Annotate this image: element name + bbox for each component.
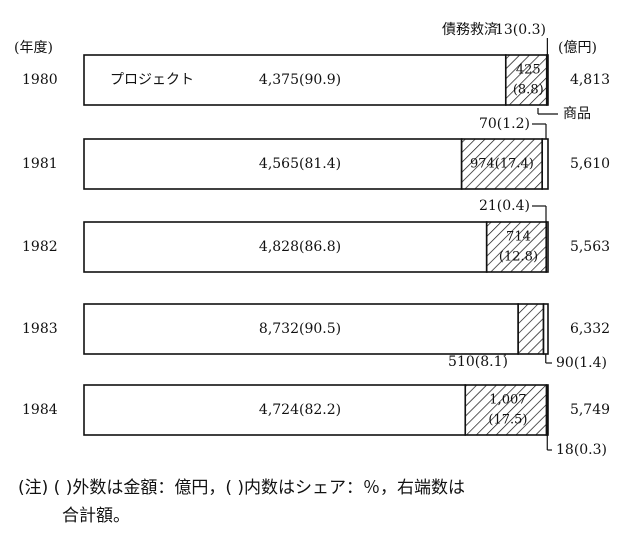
bar-segment-1980-2 bbox=[545, 54, 549, 106]
total-label-1980: 4,813 bbox=[570, 72, 610, 88]
third-value-label-1982: 21(0.4) bbox=[479, 198, 530, 214]
category-label-1980: 1980 bbox=[22, 72, 58, 88]
bar-segment-1982-0 bbox=[83, 221, 488, 273]
third-value-label-1984: 18(0.3) bbox=[556, 442, 607, 458]
category-label-1982: 1982 bbox=[22, 239, 58, 255]
total-label-1982: 5,563 bbox=[570, 239, 610, 255]
main-value-label-1980: 4,375(90.9) bbox=[259, 72, 341, 88]
second-share-label-1984: (17.5) bbox=[488, 413, 527, 428]
bar-segment-1980-1 bbox=[504, 54, 548, 106]
second-share-label-1980: (8.8) bbox=[513, 83, 544, 98]
category-label-1981: 1981 bbox=[22, 156, 58, 172]
bar-segment-1981-2 bbox=[541, 138, 549, 190]
second-value-label-1980: 425 bbox=[516, 63, 541, 78]
main-value-label-1983: 8,732(90.5) bbox=[259, 321, 341, 337]
series-tag-commodity: 商品 bbox=[563, 106, 591, 122]
bar-segment-1983-0 bbox=[83, 303, 519, 355]
total-label-1984: 5,749 bbox=[570, 402, 610, 418]
main-value-label-1981: 4,565(81.4) bbox=[259, 156, 341, 172]
footnote-line-1: (注) ( )外数は金額：億円，( )内数はシェア：％，右端数は bbox=[18, 478, 466, 498]
main-value-label-1984: 4,724(82.2) bbox=[259, 402, 341, 418]
bar-segment-1984-1 bbox=[464, 384, 548, 436]
footnote: (注) ( )外数は金額：億円，( )内数はシェア：％，右端数は 合計額。 bbox=[18, 474, 618, 530]
bar-segment-1983-2 bbox=[542, 303, 549, 355]
second-value-label-1984: 1,007 bbox=[489, 393, 526, 408]
bar-segment-1984-0 bbox=[83, 384, 467, 436]
bar-segment-1981-0 bbox=[83, 138, 463, 190]
main-value-label-1982: 4,828(86.8) bbox=[259, 239, 341, 255]
unit-label: (億円) bbox=[558, 40, 597, 56]
series-tag-project: プロジェクト bbox=[110, 72, 194, 88]
second-value-label-1981: 974(17.4) bbox=[470, 157, 534, 172]
third-value-label-1981: 70(1.2) bbox=[479, 116, 530, 132]
bar-segment-1980-0 bbox=[83, 54, 507, 106]
bar-segment-1983-1 bbox=[517, 303, 545, 355]
series-tag-debt-relief: 債務救済 bbox=[442, 22, 498, 38]
total-label-1981: 5,610 bbox=[570, 156, 610, 172]
category-label-1983: 1983 bbox=[22, 321, 58, 337]
total-label-1983: 6,332 bbox=[570, 321, 610, 337]
footnote-line-2: 合計額。 bbox=[62, 506, 130, 526]
second-value-label-1983: 510(8.1) bbox=[448, 354, 508, 370]
second-value-label-1982: 714 bbox=[506, 230, 531, 245]
second-share-label-1982: (12.8) bbox=[499, 250, 538, 265]
year-axis-label: (年度) bbox=[14, 40, 53, 56]
bar-segment-1984-2 bbox=[545, 384, 549, 436]
third-value-label-1983: 90(1.4) bbox=[556, 355, 607, 371]
category-label-1984: 1984 bbox=[22, 402, 58, 418]
stacked-bar-chart: (年度) (億円) 1980 4,813 4,375(90.9) 425 (8.8) 13(0… bbox=[14, 22, 610, 458]
third-value-label-1980: 13(0.3) bbox=[495, 22, 546, 38]
bar-segment-1982-2 bbox=[545, 221, 549, 273]
bar-segment-1982-1 bbox=[485, 221, 548, 273]
